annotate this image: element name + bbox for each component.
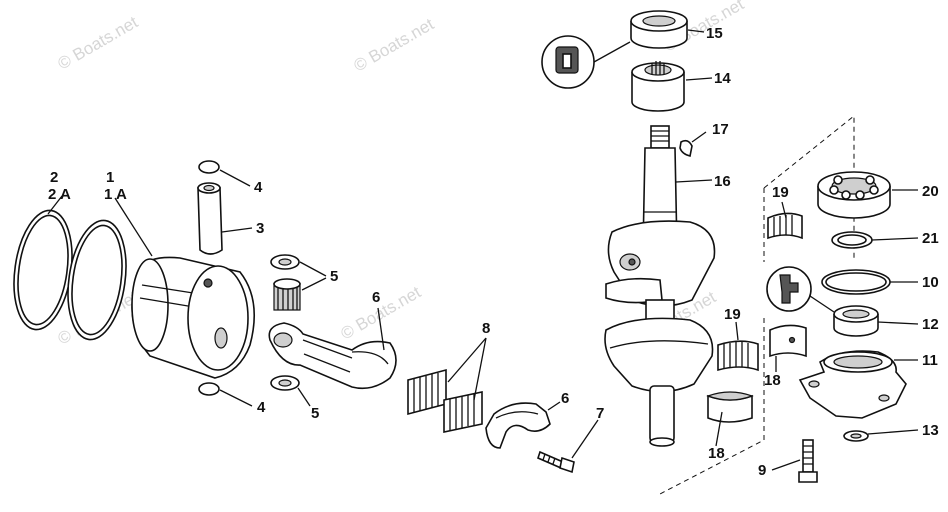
center-bearing-18 [706, 391, 754, 423]
callout-11: 11 [922, 352, 938, 369]
retaining-ring [831, 231, 873, 249]
callout-18-center: 18 [708, 445, 725, 462]
housing-screw [798, 439, 818, 483]
center-bearing-19 [717, 340, 759, 372]
woodruff-key [679, 139, 693, 157]
callout-5-top: 5 [330, 268, 338, 285]
callout-20: 20 [922, 183, 939, 200]
callout-19-center: 19 [724, 306, 741, 323]
watermark: © Boats.net [351, 14, 438, 75]
lower-seal [833, 305, 879, 337]
callout-3: 3 [256, 220, 264, 237]
thrust-washer-top [270, 254, 300, 270]
ball-bearing [817, 171, 891, 219]
rod-bearing-halves [407, 368, 483, 433]
callout-1a: 1 A [104, 186, 127, 203]
callout-17: 17 [712, 121, 729, 138]
callout-18-right: 18 [764, 372, 781, 389]
callout-12: 12 [922, 316, 939, 333]
washer [843, 430, 869, 442]
bearing-housing [798, 350, 907, 419]
watermark: © Boats.net [338, 282, 425, 343]
callout-19-right: 19 [772, 184, 789, 201]
pin-retainer-bottom [198, 382, 220, 396]
callout-13: 13 [922, 422, 939, 439]
crankshaft [604, 125, 716, 447]
rod-cap [485, 402, 551, 449]
callout-2: 2 [50, 169, 58, 186]
connecting-rod [268, 322, 397, 390]
callout-15: 15 [706, 25, 723, 42]
upper-roller-bearing [631, 61, 685, 112]
piston-rings [13, 209, 127, 341]
needle-bearing-top [273, 278, 301, 311]
leader-lines [47, 29, 919, 471]
pin-retainer-top [198, 160, 220, 174]
callout-4-bottom: 4 [257, 399, 266, 416]
callout-7: 7 [596, 405, 604, 422]
callout-8: 8 [482, 320, 490, 337]
callout-2a: 2 A [48, 186, 71, 203]
crankshaft-top-seal [630, 10, 688, 49]
callout-14: 14 [714, 70, 731, 87]
thrust-washer-bottom [270, 375, 300, 391]
callout-16: 16 [714, 173, 731, 190]
callout-9: 9 [758, 462, 766, 479]
callout-5-bottom: 5 [311, 405, 319, 422]
wrist-pin [197, 182, 223, 255]
right-bearing-19 [767, 212, 803, 240]
right-bearing-18 [769, 324, 807, 358]
seal-detail-inset [541, 35, 631, 89]
callout-1: 1 [106, 169, 114, 186]
callout-10: 10 [922, 274, 939, 291]
piston [131, 256, 256, 379]
watermark: © Boats.net [55, 12, 142, 73]
callout-4-top: 4 [254, 179, 263, 196]
callout-6-cap: 6 [561, 390, 569, 407]
o-ring [821, 269, 891, 295]
rod-cap-screw [537, 450, 575, 474]
tool-detail-inset [766, 266, 835, 313]
callout-labels: 2 2 A 1 1 A 4 3 5 6 8 4 5 6 7 15 14 17 1… [48, 25, 939, 479]
callout-6-rod: 6 [372, 289, 380, 306]
callout-21: 21 [922, 230, 939, 247]
